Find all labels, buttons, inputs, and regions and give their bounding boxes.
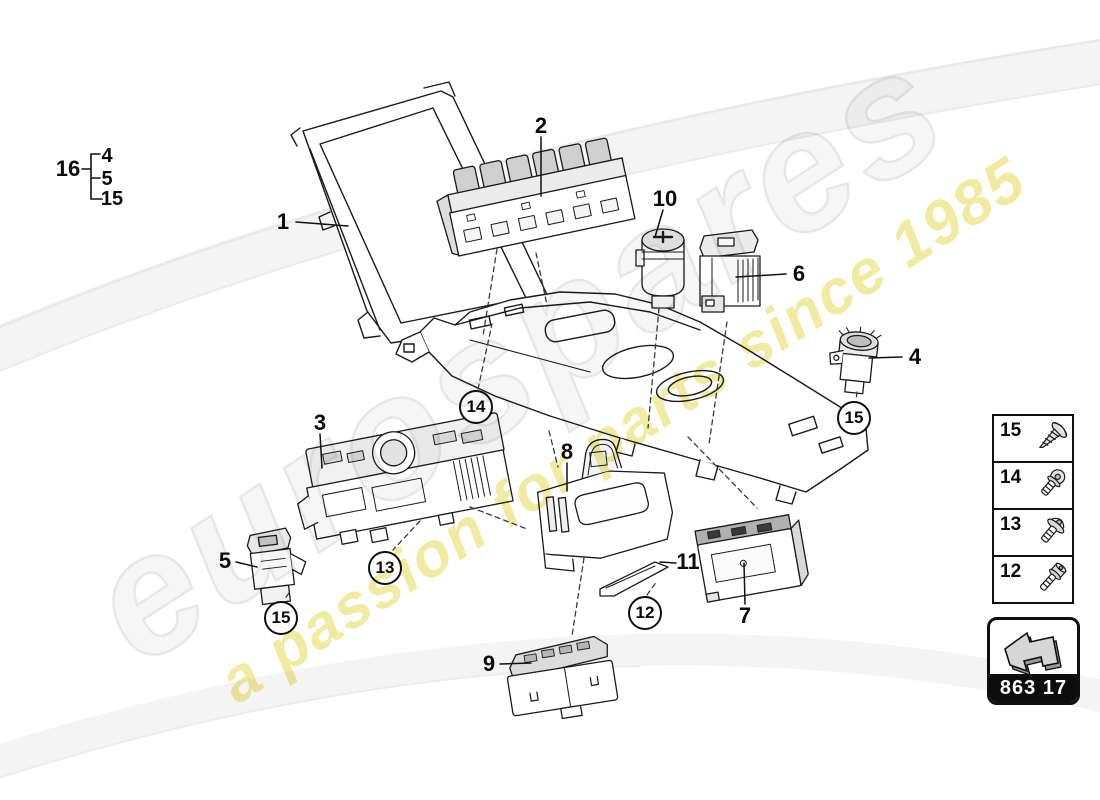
trim-strip-drawing: [599, 561, 669, 597]
rocker-switch-drawing: [506, 635, 619, 720]
part-label-9[interactable]: 9: [482, 651, 496, 676]
hardware-number: 14: [1000, 467, 1022, 488]
part-label-11[interactable]: 11: [676, 549, 700, 574]
back-arrow-icon: [993, 622, 1075, 676]
part-code-badge[interactable]: 863 17: [987, 617, 1080, 705]
callout-leader-lines: [235, 136, 903, 665]
cylinder-switch-drawing: [829, 326, 882, 395]
group-callout-bracket: [81, 153, 103, 200]
control-module-drawing: [694, 514, 809, 603]
part-label-7[interactable]: 7: [738, 603, 752, 628]
switch-block-drawing: [699, 229, 761, 313]
small-switch-drawing: [246, 527, 307, 606]
pan-head-screw-icon: [1028, 464, 1072, 508]
hardware-legend-row-12[interactable]: 12: [994, 557, 1072, 602]
hardware-legend-row-14[interactable]: 14: [994, 463, 1072, 510]
hardware-legend-row-13[interactable]: 13: [994, 510, 1072, 557]
group-item-15[interactable]: 15: [100, 188, 124, 210]
circled-ref-15[interactable]: 15: [264, 601, 298, 635]
switch-strip-drawing: [436, 137, 636, 257]
circled-ref-13[interactable]: 13: [368, 551, 402, 585]
console-frame-drawing: [290, 81, 869, 505]
hardware-number: 13: [1000, 514, 1022, 535]
group-label-16[interactable]: 16: [55, 156, 81, 181]
part-label-8[interactable]: 8: [560, 439, 574, 464]
group-item-5[interactable]: 5: [101, 168, 113, 190]
part-label-6[interactable]: 6: [792, 261, 806, 286]
group-item-4[interactable]: 4: [101, 145, 113, 167]
circled-ref-12[interactable]: 12: [628, 596, 662, 630]
hardware-number: 15: [1000, 420, 1022, 441]
flange-bolt-icon: [1028, 511, 1072, 555]
part-label-4[interactable]: 4: [908, 344, 922, 369]
assembly-dashed-lines: [283, 248, 858, 637]
circled-ref-14[interactable]: 14: [459, 390, 493, 424]
hardware-number: 12: [1000, 561, 1022, 582]
part-label-10[interactable]: 10: [652, 186, 678, 211]
part-label-2[interactable]: 2: [534, 113, 548, 138]
round-switch-drawing: [635, 228, 685, 309]
housing-tray-drawing: [536, 438, 674, 572]
part-code: 863 17: [990, 674, 1077, 702]
control-unit-drawing: [297, 412, 514, 545]
tapping-screw-icon: [1028, 417, 1072, 461]
part-label-5[interactable]: 5: [218, 548, 232, 573]
socket-bolt-icon: [1028, 558, 1072, 602]
part-label-3[interactable]: 3: [313, 410, 327, 435]
hardware-legend-row-15[interactable]: 15: [994, 416, 1072, 463]
circled-ref-15[interactable]: 15: [837, 401, 871, 435]
part-label-1[interactable]: 1: [276, 209, 290, 234]
hardware-legend: 15 14 13 12: [992, 414, 1074, 604]
